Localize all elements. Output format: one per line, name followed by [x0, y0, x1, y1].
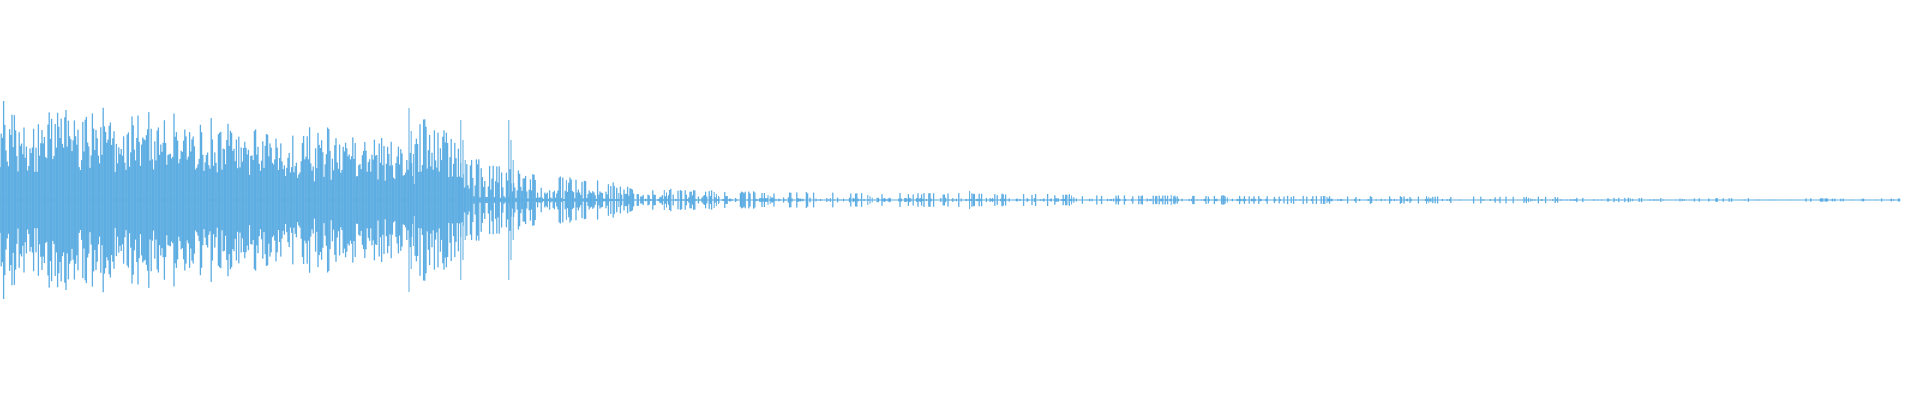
waveform-bars: [0, 101, 1901, 299]
